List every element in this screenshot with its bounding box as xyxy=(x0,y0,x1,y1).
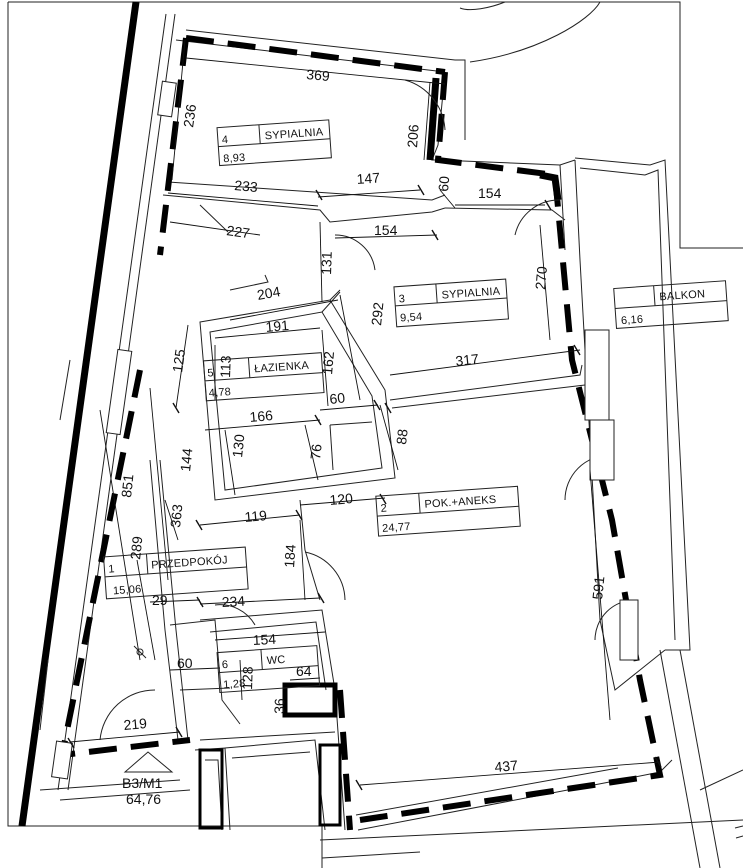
room-number: 3 xyxy=(398,293,405,305)
balcony-label: BALKON 6,16 xyxy=(621,288,706,328)
dim-289: 289 xyxy=(127,535,145,560)
dim-88: 88 xyxy=(393,428,411,445)
room-number: 1 xyxy=(108,563,115,575)
misc-marks xyxy=(133,645,743,839)
apartment-boundary-dashed xyxy=(58,35,664,831)
room-area: 15,06 xyxy=(113,583,142,597)
dimension-labels: 369 236 206 233 147 60 154 227 154 131 2… xyxy=(118,66,607,775)
room-4-label: 4 SYPIALNIA 8,93 xyxy=(221,126,324,166)
dim-292: 292 xyxy=(368,301,386,326)
room-name: POK.+ANEKS xyxy=(424,494,497,511)
dim-363: 363 xyxy=(167,503,185,528)
room-number: 2 xyxy=(380,502,387,514)
dim-206: 206 xyxy=(404,124,422,149)
dim-120: 120 xyxy=(329,490,354,508)
sheet-frame xyxy=(7,1,743,868)
dim-184: 184 xyxy=(281,544,299,569)
dimension-lines xyxy=(69,39,661,786)
dim-591: 591 xyxy=(589,575,607,600)
room-area: 4,78 xyxy=(208,386,231,400)
dim-147: 147 xyxy=(356,169,381,187)
dim-130: 130 xyxy=(229,433,247,458)
dim-219: 219 xyxy=(123,715,148,733)
room-number: 5 xyxy=(207,367,214,379)
dim-128: 128 xyxy=(239,666,256,690)
room-6-label: 6 WC 1,28 xyxy=(222,654,286,692)
dim-60-c: 60 xyxy=(177,655,193,671)
window-markers xyxy=(51,80,639,780)
dim-29: 29 xyxy=(152,592,168,608)
dim-437: 437 xyxy=(494,757,519,775)
room-5-label: 5 ŁAZIENKA 4,78 xyxy=(207,360,310,400)
room-number: 4 xyxy=(221,134,228,146)
unit-code: B3/M1 xyxy=(122,775,163,791)
dim-131: 131 xyxy=(318,251,335,275)
room-number: 6 xyxy=(222,659,229,671)
dim-317: 317 xyxy=(455,351,480,369)
dim-166: 166 xyxy=(249,407,274,425)
dim-270: 270 xyxy=(532,265,550,290)
dim-64: 64 xyxy=(296,663,312,679)
dim-76: 76 xyxy=(307,443,325,460)
room-name: ŁAZIENKA xyxy=(254,360,310,376)
dim-119: 119 xyxy=(244,507,268,525)
curved-terrace-edge xyxy=(459,1,601,63)
dim-113: 113 xyxy=(217,355,234,378)
dim-233: 233 xyxy=(234,177,259,195)
dim-125: 125 xyxy=(169,348,188,374)
room-area: 1,28 xyxy=(223,678,246,692)
dim-369: 369 xyxy=(306,66,331,84)
room-2-label: 2 POK.+ANEKS 24,77 xyxy=(380,494,497,535)
room-name: SYPIALNIA xyxy=(441,285,501,301)
unit-label: B3/M1 64,76 xyxy=(122,751,174,807)
dim-234: 234 xyxy=(221,593,245,610)
dim-154-c: 154 xyxy=(252,631,276,648)
room-area: 8,93 xyxy=(223,152,246,166)
dim-204: 204 xyxy=(256,283,282,303)
dim-60-a: 60 xyxy=(435,175,452,192)
wall-outlines xyxy=(39,29,743,868)
dim-227: 227 xyxy=(226,222,252,241)
room-1-label: 1 PRZEDPOKÓJ 15,06 xyxy=(108,553,228,597)
room-3-label: 3 SYPIALNIA 9,54 xyxy=(398,285,501,325)
room-label-boxes xyxy=(103,119,729,694)
boundary-solid-segments xyxy=(198,77,562,830)
dimension-ticks xyxy=(67,184,662,791)
dim-236: 236 xyxy=(180,103,199,129)
dim-36: 36 xyxy=(271,698,288,714)
room-name: BALKON xyxy=(659,288,706,303)
dim-144: 144 xyxy=(177,447,195,472)
room-area: 6,16 xyxy=(621,314,644,328)
dim-162: 162 xyxy=(319,350,337,375)
room-name: WC xyxy=(266,654,286,667)
dim-154-a: 154 xyxy=(478,185,502,201)
dim-154-b: 154 xyxy=(374,222,398,238)
unit-area: 64,76 xyxy=(126,791,161,807)
room-name: PRZEDPOKÓJ xyxy=(151,553,228,571)
room-area: 9,54 xyxy=(400,311,423,325)
dim-191: 191 xyxy=(265,317,290,335)
dim-851: 851 xyxy=(118,473,136,498)
room-name: SYPIALNIA xyxy=(264,126,324,142)
door-swings xyxy=(99,79,636,741)
dim-60-b: 60 xyxy=(329,389,346,407)
room-area: 24,77 xyxy=(382,521,411,535)
